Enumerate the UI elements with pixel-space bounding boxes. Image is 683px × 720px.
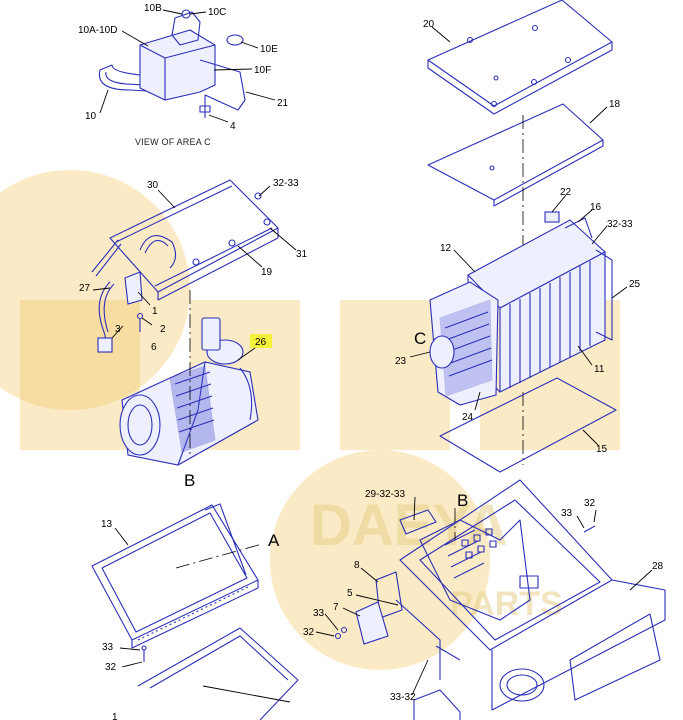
label-12: 12 (440, 243, 452, 254)
label-30: 30 (147, 180, 159, 191)
label-23: 23 (395, 356, 407, 367)
label-c: C (414, 329, 426, 348)
blower-wheel-left (119, 394, 161, 456)
label-1: 1 (152, 306, 158, 317)
label-18: 18 (609, 99, 621, 110)
label-33-32-bottom: 33-32 (390, 692, 416, 703)
pad-assembly: 15 (439, 377, 617, 473)
label-4: 4 (230, 121, 236, 132)
lower-panel (137, 627, 299, 720)
bracket-29 (399, 509, 437, 535)
label-3: 3 (115, 324, 121, 335)
label-28: 28 (652, 561, 664, 572)
label-b-left: B (184, 471, 195, 490)
label-33-left: 33 (102, 642, 114, 653)
label-32-right: 32 (584, 498, 596, 509)
filter-assembly: 13 A 33 32 1 (91, 503, 299, 720)
lower-bracket (413, 689, 461, 720)
label-32-mid: 32 (303, 627, 315, 638)
label-21: 21 (277, 98, 289, 109)
label-24: 24 (462, 412, 474, 423)
label-13: 13 (101, 519, 113, 530)
label-10c: 10C (208, 7, 226, 18)
pad-15 (439, 377, 617, 473)
valve-body (139, 29, 216, 101)
cover-20 (427, 0, 613, 107)
side-plate-25 (595, 249, 613, 341)
label-25: 25 (629, 279, 641, 290)
label-26: 26 (255, 337, 267, 348)
label-b-right: B (457, 491, 468, 510)
connector-3 (97, 337, 113, 353)
label-10e: 10E (260, 44, 278, 55)
label-1-bottom: 1 (112, 712, 118, 720)
label-19: 19 (261, 267, 273, 278)
motor-coil (169, 365, 216, 453)
link-5 (395, 599, 461, 680)
label-32-33-top: 32-33 (273, 178, 299, 189)
resistor (201, 317, 221, 351)
case-28 (491, 579, 666, 711)
highlight-26 (250, 334, 272, 348)
duct-ring (499, 668, 545, 702)
evaporator-face-11 (499, 251, 606, 393)
label-20: 20 (423, 19, 435, 30)
label-16: 16 (590, 202, 602, 213)
case-assembly: 29-32-33 B 32 33 28 8 5 7 33 32 33-32 (303, 479, 666, 720)
filter-frame-13 (91, 504, 259, 641)
label-10a-10d: 10A-10D (78, 25, 117, 36)
label-10: 10 (85, 111, 97, 122)
pipe-loop (139, 235, 177, 269)
label-32-33-right: 32-33 (607, 219, 633, 230)
drier-23 (429, 335, 455, 369)
clip-22 (544, 211, 560, 223)
label-a: A (268, 531, 280, 550)
motor-7 (355, 601, 389, 645)
wire-harness-27 (98, 281, 111, 341)
o-ring-10e (226, 34, 244, 46)
tube-frame-assembly: 30 32-33 31 19 27 1 2 3 6 (79, 178, 308, 353)
label-33-mid: 33 (313, 608, 325, 619)
label-31: 31 (296, 249, 308, 260)
label-10f: 10F (254, 65, 271, 76)
cover-assembly: 20 18 (423, 0, 621, 290)
blower-case-b (419, 519, 531, 621)
blower-motor-assembly: 26 B (119, 290, 272, 490)
label-15: 15 (596, 444, 608, 455)
screw-32 (583, 525, 596, 533)
bracket-21 (199, 59, 246, 111)
label-6: 6 (151, 342, 157, 353)
label-7: 7 (333, 602, 339, 613)
label-22: 22 (560, 187, 572, 198)
valve-cap-10c (171, 11, 201, 46)
bracket-16 (564, 217, 593, 239)
label-27: 27 (79, 283, 91, 294)
label-32-left: 32 (105, 662, 117, 673)
label-29-32-33: 29-32-33 (365, 489, 405, 500)
view-caption: VIEW OF AREA C (135, 137, 211, 147)
label-11: 11 (594, 364, 605, 375)
label-5: 5 (347, 588, 353, 599)
gasket-18 (427, 103, 604, 201)
tube-end (91, 239, 122, 277)
sensor-1 (124, 271, 143, 305)
evaporator-assembly: 12 22 16 32-33 25 C 23 11 24 (395, 187, 641, 465)
watermark-text-2: PARTS (450, 585, 563, 623)
label-8: 8 (354, 560, 360, 571)
label-10b: 10B (144, 3, 162, 14)
watermark-gear-bottom (270, 450, 490, 670)
label-33-right: 33 (561, 508, 573, 519)
expansion-valve-c (429, 281, 499, 406)
case-outlet (569, 613, 661, 701)
label-2: 2 (160, 324, 166, 335)
valve-assembly-view-c: 10B 10C 10A-10D 10E 10F 10 21 4 VIEW OF … (78, 3, 289, 147)
